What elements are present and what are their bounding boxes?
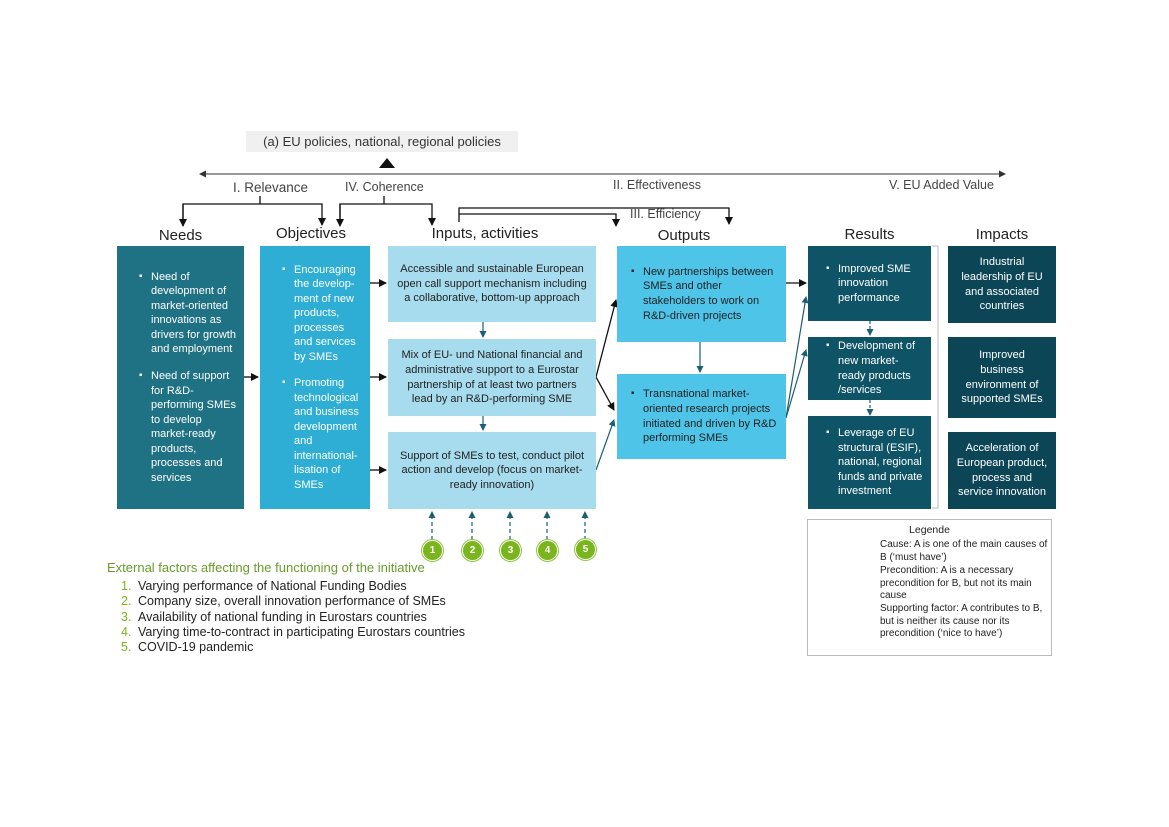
factor-circle-2: 2 [462, 540, 483, 561]
legend-title: Legende [909, 524, 950, 536]
external-factor-item: 1.Varying performance of National Fundin… [121, 579, 407, 593]
impact-box-business-environment: Improved business environment of support… [948, 337, 1056, 418]
legend: Legende Cause: A is one of the main caus… [807, 519, 1052, 656]
legend-precondition: Precondition: A is a necessary precondit… [880, 565, 1032, 601]
column-header-objectives: Objectives [275, 225, 347, 242]
result-item: Improved SME innovation performance [826, 262, 923, 306]
policy-label: (a) EU policies, national, regional poli… [246, 131, 518, 152]
result-box-market-ready-products: Development of new market-ready products… [808, 337, 931, 400]
column-header-inputs: Inputs, activities [431, 225, 539, 242]
external-factors-list: 1.Varying performance of National Fundin… [121, 579, 465, 655]
legend-supporting: Supporting factor: A contributes to B, b… [880, 603, 1043, 639]
input-box-open-call: Accessible and sustainable European open… [388, 246, 596, 322]
impact-box-industrial-leadership: Industrial leadership of EU and associat… [948, 246, 1056, 323]
factor-circle-1: 1 [422, 540, 443, 561]
external-factors-title: External factors affecting the functioni… [107, 560, 425, 575]
objective-item: Encouraging the develop-ment of new prod… [282, 263, 364, 365]
need-item: Need of development of market-oriented i… [139, 270, 236, 357]
column-header-impacts: Impacts [975, 226, 1029, 243]
output-box-partnerships: New partnerships between SMEs and other … [617, 246, 786, 342]
criterion-efficiency: III. Efficiency [630, 207, 701, 221]
external-factor-item: 3.Availability of national funding in Eu… [121, 609, 427, 624]
column-header-results: Results [844, 226, 895, 243]
objective-item: Promoting technological and business dev… [282, 376, 364, 492]
factor-circle-4: 4 [537, 540, 558, 561]
external-factor-item: 2.Company size, overall innovation perfo… [121, 594, 446, 609]
column-header-outputs: Outputs [657, 227, 711, 244]
criterion-relevance: I. Relevance [233, 180, 309, 195]
result-item: Development of new market-ready products… [826, 339, 923, 397]
external-factor-item: 4.Varying time-to-contract in participat… [121, 624, 465, 639]
output-item: Transnational market-oriented research p… [631, 387, 778, 445]
legend-cause: Cause: A is one of the main causes of B … [880, 539, 1048, 563]
factor-circle-3: 3 [500, 540, 521, 561]
input-box-funding-mix: Mix of EU- und National financial and ad… [388, 339, 596, 416]
factor-circle-5: 5 [575, 539, 596, 560]
need-item: Need of support for R&D-performing SMEs … [139, 369, 236, 485]
impact-box-innovation-acceleration: Acceleration of European product, proces… [948, 432, 1056, 509]
objectives-box: Encouraging the develop-ment of new prod… [260, 246, 370, 509]
output-item: New partnerships between SMEs and other … [631, 265, 778, 323]
column-header-needs: Needs [158, 227, 203, 244]
criterion-eu-added-value: V. EU Added Value [889, 178, 994, 192]
criterion-effectiveness: II. Effectiveness [613, 178, 702, 192]
result-item: Leverage of EU structural (ESIF), nation… [826, 426, 923, 499]
criterion-coherence: IV. Coherence [345, 180, 424, 194]
result-box-leverage-funds: Leverage of EU structural (ESIF), nation… [808, 416, 931, 509]
input-box-sme-support: Support of SMEs to test, conduct pilot a… [388, 432, 596, 509]
output-box-research-projects: Transnational market-oriented research p… [617, 374, 786, 459]
result-box-innovation-performance: Improved SME innovation performance [808, 246, 931, 321]
needs-box: Need of development of market-oriented i… [117, 246, 244, 509]
external-factor-item: 5.COVID-19 pandemic [121, 640, 254, 655]
